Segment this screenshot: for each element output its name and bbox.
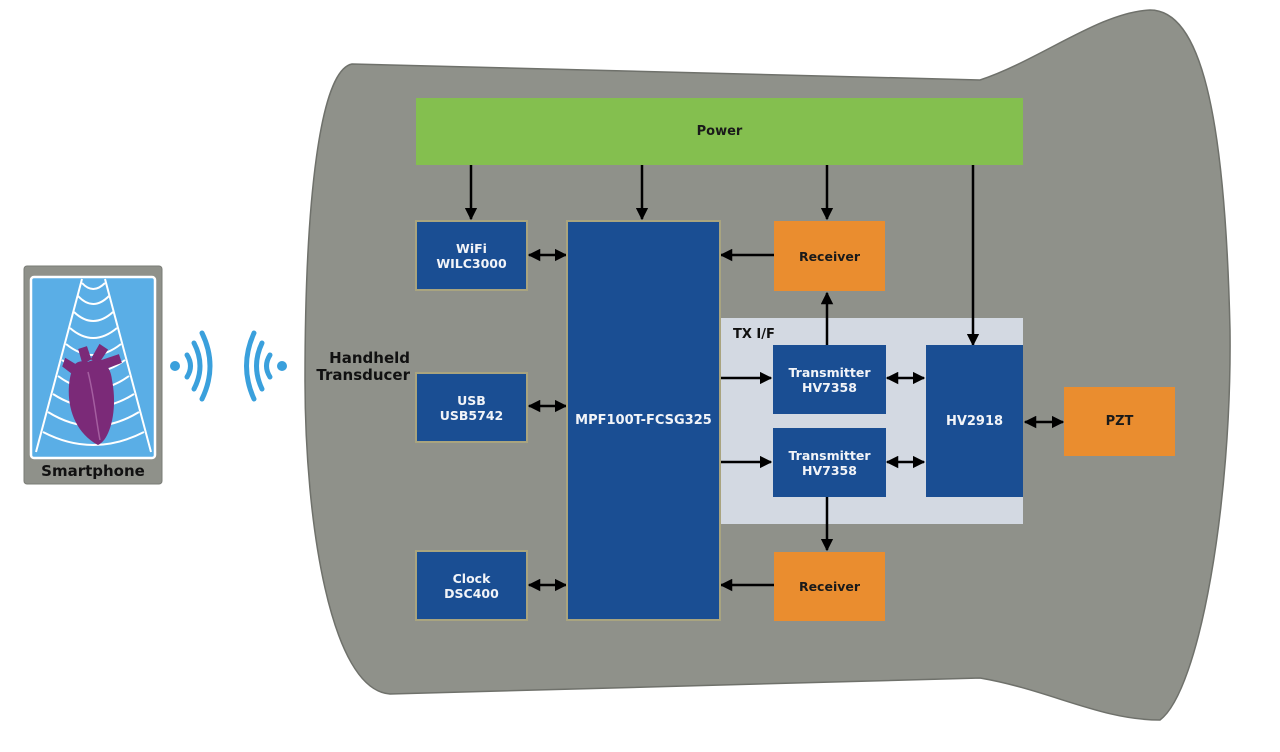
handheld-transducer-label: Handheld Transducer [306, 350, 410, 384]
clock-line1: Clock [452, 570, 491, 586]
receiver-top-block[interactable]: Receiver [774, 221, 885, 291]
wifi-block[interactable]: WiFi WILC3000 [415, 220, 528, 291]
pzt-block[interactable]: PZT [1064, 387, 1175, 456]
transmitter-top-line2: HV7358 [802, 379, 857, 395]
title-line-2: Transducer [316, 366, 410, 384]
wifi-line2: WILC3000 [436, 255, 507, 271]
receiver-top-label: Receiver [798, 248, 861, 264]
fpga-block[interactable]: MPF100T-FCSG325 [566, 220, 721, 621]
transmitter-top-block[interactable]: Transmitter HV7358 [773, 345, 886, 414]
receiver-bottom-block[interactable]: Receiver [774, 552, 885, 621]
tx-if-label: TX I/F [733, 327, 775, 342]
transmitter-top-line1: Transmitter [788, 364, 871, 380]
usb-line1: USB [457, 392, 486, 408]
smartphone-label: Smartphone [41, 462, 145, 480]
wireless-signal-icon [170, 330, 287, 402]
transmitter-bottom-line1: Transmitter [788, 447, 871, 463]
hv2918-block[interactable]: HV2918 [926, 345, 1023, 497]
power-connectors [464, 165, 980, 347]
wifi-line1: WiFi [456, 240, 487, 256]
signal-connectors [527, 248, 1065, 592]
hv2918-label: HV2918 [945, 413, 1004, 429]
smartphone-device: Smartphone [23, 265, 163, 485]
power-block[interactable]: Power [416, 98, 1023, 165]
power-label: Power [696, 124, 743, 139]
heart-icon [62, 343, 122, 445]
transmitter-bottom-line2: HV7358 [802, 462, 857, 478]
pzt-label: PZT [1105, 414, 1134, 429]
receiver-bottom-label: Receiver [798, 579, 861, 594]
clock-block[interactable]: Clock DSC400 [415, 550, 528, 621]
clock-line2: DSC400 [444, 585, 499, 601]
usb-block[interactable]: USB USB5742 [415, 372, 528, 443]
transmitter-bottom-block[interactable]: Transmitter HV7358 [773, 428, 886, 497]
title-line-1: Handheld [329, 349, 410, 367]
usb-line2: USB5742 [439, 407, 504, 423]
ultrasound-fan-icon [35, 278, 152, 453]
fpga-label: MPF100T-FCSG325 [575, 413, 712, 428]
